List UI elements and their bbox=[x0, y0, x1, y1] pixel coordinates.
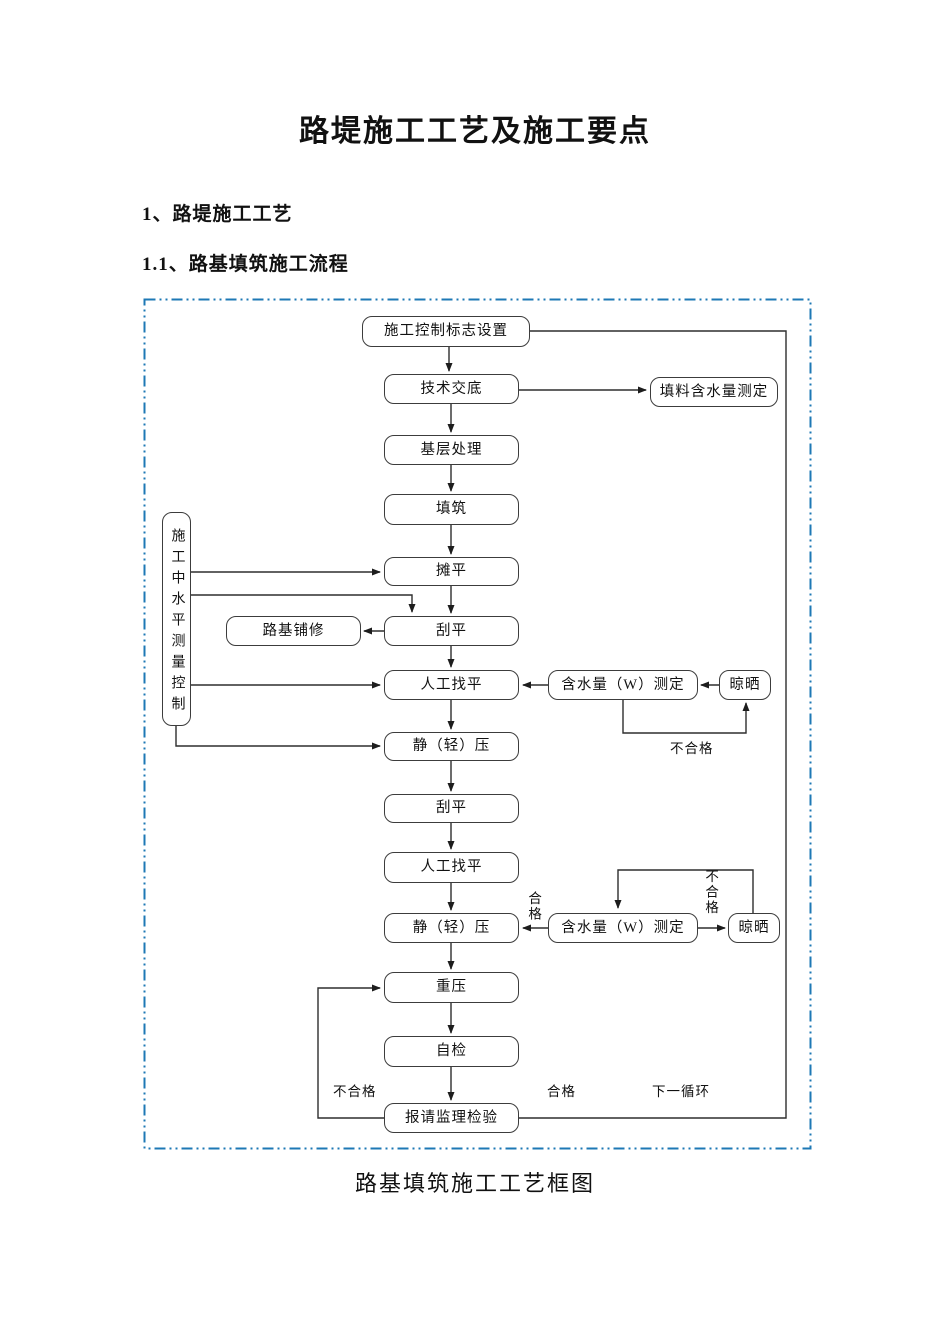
flow-node-moisture-test-1: 含水量（W）测定 bbox=[548, 670, 698, 700]
flow-node-spreading: 摊平 bbox=[384, 557, 519, 586]
flow-node-scraping-2: 刮平 bbox=[384, 794, 519, 823]
flow-node-fill-moisture-test: 填料含水量测定 bbox=[650, 377, 778, 407]
flow-node-filling: 填筑 bbox=[384, 494, 519, 525]
flow-node-supervision-check: 报请监理检验 bbox=[384, 1103, 519, 1133]
flow-node-level-control: 施工中水平测量控制 bbox=[162, 512, 191, 726]
flow-node-control-sign: 施工控制标志设置 bbox=[362, 316, 530, 347]
label-unqualified-loop1: 不合格 bbox=[670, 741, 714, 756]
label-qualified-vertical: 合格 bbox=[526, 891, 542, 922]
heading-1-1: 1.1、路基填筑施工流程 bbox=[142, 254, 349, 275]
label-unqualified-bottom: 不合格 bbox=[333, 1084, 377, 1099]
flow-node-heavy-press: 重压 bbox=[384, 972, 519, 1003]
flow-node-tech-disclosure: 技术交底 bbox=[384, 374, 519, 404]
page-title: 路堤施工工艺及施工要点 bbox=[299, 115, 651, 148]
flow-node-moisture-test-2: 含水量（W）测定 bbox=[548, 913, 698, 943]
flow-node-base-treatment: 基层处理 bbox=[384, 435, 519, 465]
flow-node-static-press-2: 静（轻）压 bbox=[384, 913, 519, 943]
flow-node-manual-leveling-2: 人工找平 bbox=[384, 852, 519, 883]
figure-dashed-border bbox=[143, 298, 812, 1150]
flow-node-manual-leveling-1: 人工找平 bbox=[384, 670, 519, 700]
flow-node-self-check: 自检 bbox=[384, 1036, 519, 1067]
flow-node-static-press-1: 静（轻）压 bbox=[384, 732, 519, 761]
label-next-cycle: 下一循环 bbox=[652, 1084, 710, 1099]
label-qualified-bottom: 合格 bbox=[547, 1084, 576, 1099]
figure-caption: 路基填筑施工工艺框图 bbox=[354, 1171, 595, 1196]
flow-node-roadbed-repair: 路基铺修 bbox=[226, 616, 361, 646]
flow-node-drying-2: 晾晒 bbox=[728, 913, 780, 943]
label-unqualified-vertical: 不合格 bbox=[703, 869, 719, 916]
flow-node-scraping-1: 刮平 bbox=[384, 616, 519, 646]
heading-1: 1、路堤施工工艺 bbox=[142, 204, 293, 225]
flow-node-drying-1: 晾晒 bbox=[719, 670, 771, 700]
